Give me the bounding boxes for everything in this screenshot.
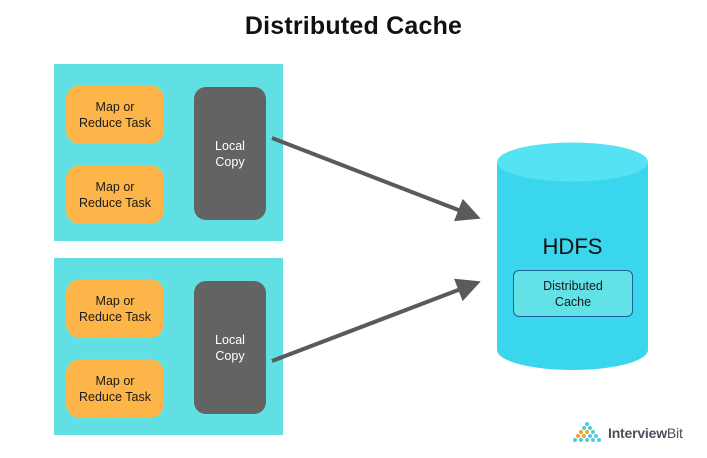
task-label-line1: Map or — [95, 293, 135, 308]
task-label-line1: Map or — [95, 99, 135, 114]
task-label-line2: Reduce Task — [78, 309, 152, 324]
logo-text-bold: Interview — [608, 425, 667, 441]
interviewbit-logo: InterviewBit — [604, 425, 683, 441]
cylinder-top — [497, 142, 648, 182]
logo-text-regular: Bit — [666, 425, 683, 441]
cache-label-line2: Cache — [554, 294, 592, 309]
arrow-bottom — [271, 278, 481, 363]
logo-text: InterviewBit — [608, 425, 683, 441]
local-copy-label-line1: Local — [215, 332, 245, 347]
local-copy-label-line2: Copy — [215, 154, 245, 169]
diagram-title: Distributed Cache — [244, 12, 463, 40]
interviewbit-logo-icon — [573, 422, 601, 442]
task-label-line1: Map or — [95, 179, 135, 194]
local-copy-label-line1: Local — [215, 138, 245, 153]
hdfs-label: HDFS — [542, 234, 603, 259]
task-label-line2: Reduce Task — [78, 115, 152, 130]
task-label-line2: Reduce Task — [78, 389, 152, 404]
local-copy-label-line2: Copy — [215, 348, 245, 363]
task-label-line2: Reduce Task — [78, 195, 152, 210]
task-label-line1: Map or — [95, 373, 135, 388]
cache-label-line1: Distributed — [543, 278, 603, 293]
cylinder-body — [497, 162, 648, 370]
arrow-top — [271, 136, 481, 222]
hdfs-cylinder — [497, 142, 648, 370]
